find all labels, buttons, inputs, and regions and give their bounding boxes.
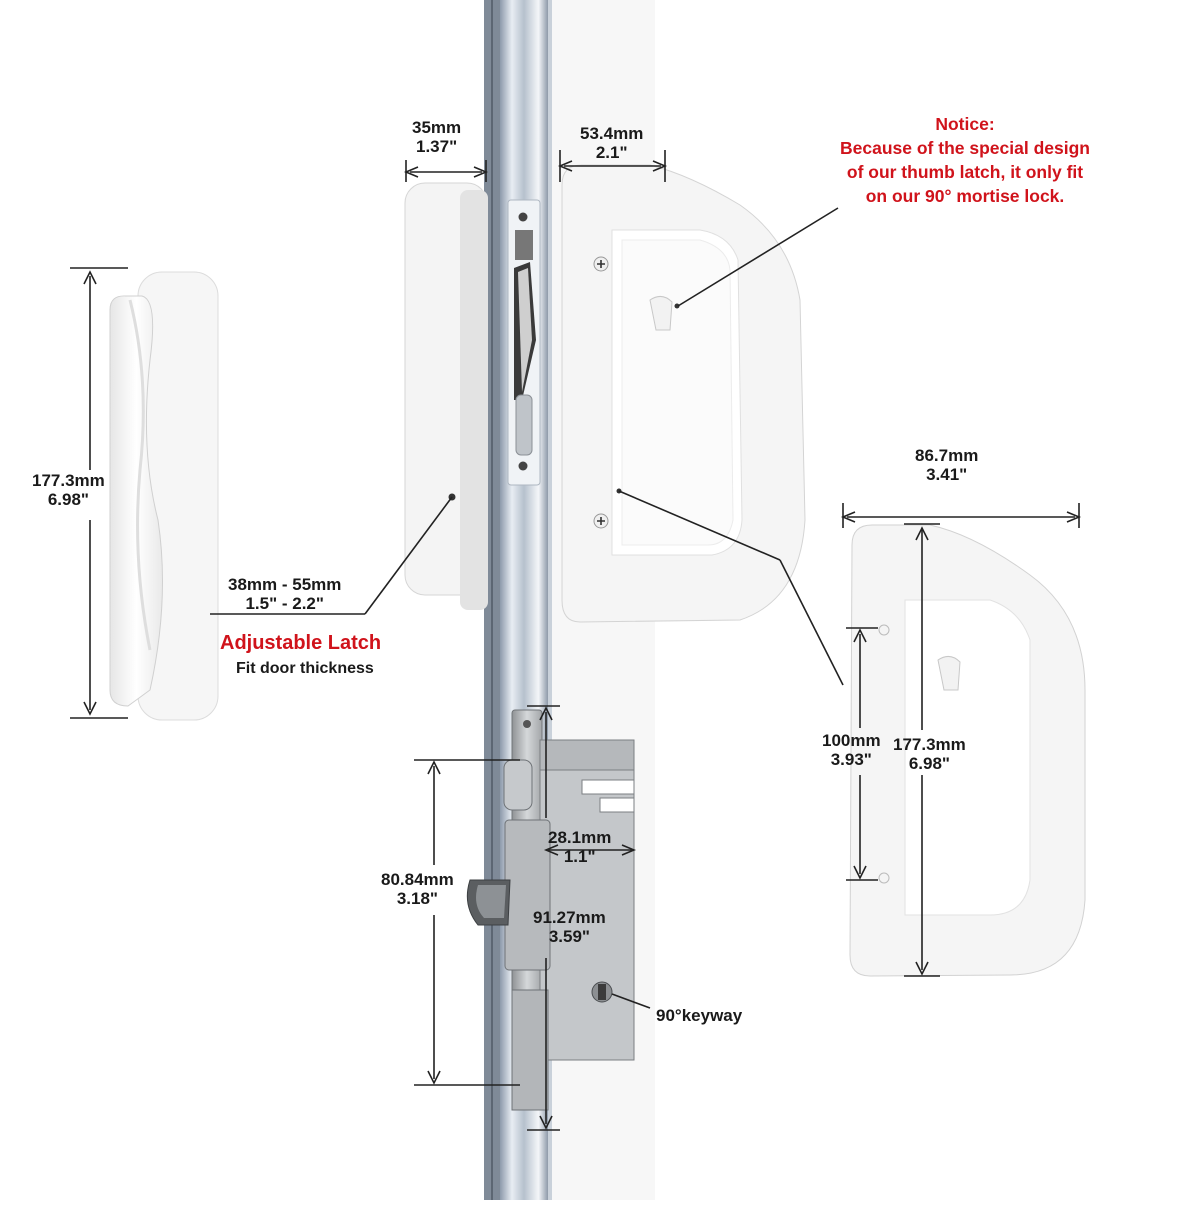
handle-height-mm: 177.3mm [893,735,966,754]
adjustable-latch-title: Adjustable Latch [220,632,382,654]
handle-width-inch: 3.41" [926,465,968,484]
dimension-lines [70,150,1082,1131]
hole-spacing-mm: 100mm [822,731,881,750]
exterior-handle-front [561,164,806,623]
inside-pull-height-mm: 177.3mm [32,471,105,490]
notice-line-2: of our thumb latch, it only fit [846,162,1084,182]
lock-backset-inch: 1.1" [563,847,596,866]
lock-hook-height-mm: 80.84mm [381,870,454,889]
door-thickness-label: 38mm - 55mm 1.5" - 2.2" [228,575,341,613]
latch-depth-inch: 1.37" [415,137,458,156]
inside-pull-height-inch: 6.98" [47,490,89,509]
handle-width-mm: 86.7mm [915,446,979,465]
latch-depth-mm: 35mm [412,118,462,137]
door-thickness-inch: 1.5" - 2.2" [245,594,324,613]
lock-hook-height-inch: 3.18" [396,889,438,908]
lock-backset-label: 28.1mm 1.1" [548,828,611,866]
hole-spacing-label: 100mm 3.93" [822,731,881,769]
latch-depth-label: 35mm 1.37" [412,118,461,156]
hole-spacing-inch: 3.93" [830,750,872,769]
adjustable-latch-subtitle: Fit door thickness [236,660,374,677]
inside-pull-height-label: 177.3mm 6.98" [32,471,105,509]
keyway-label: 90°keyway [656,1006,743,1025]
notice-title: Notice: [935,114,995,134]
notice-line-3: on our 90° mortise lock. [865,186,1065,206]
mortise-lock [466,709,635,1111]
lock-body-height-mm: 91.27mm [533,908,606,927]
handle-width-label: 86.7mm 3.41" [915,446,978,484]
handle-height-label: 177.3mm 6.98" [893,735,966,773]
lock-body-height-label: 91.27mm 3.59" [533,908,606,946]
exterior-handle-side [849,524,1086,977]
handle-depth-mm: 53.4mm [580,124,644,143]
lock-body-height-inch: 3.59" [548,927,590,946]
face-plate [507,199,541,486]
notice-callout: Notice: Because of the special design of… [800,112,1130,208]
handle-depth-label: 53.4mm 2.1" [580,124,643,162]
inside-pull [109,271,219,721]
lock-backset-mm: 28.1mm [548,828,612,847]
notice-line-1: Because of the special design [840,138,1090,158]
handle-depth-inch: 2.1" [595,143,628,162]
door-thickness-mm: 38mm - 55mm [228,575,342,594]
handle-height-inch: 6.98" [908,754,950,773]
lock-hook-height-label: 80.84mm 3.18" [381,870,454,908]
latch-block [404,182,488,610]
